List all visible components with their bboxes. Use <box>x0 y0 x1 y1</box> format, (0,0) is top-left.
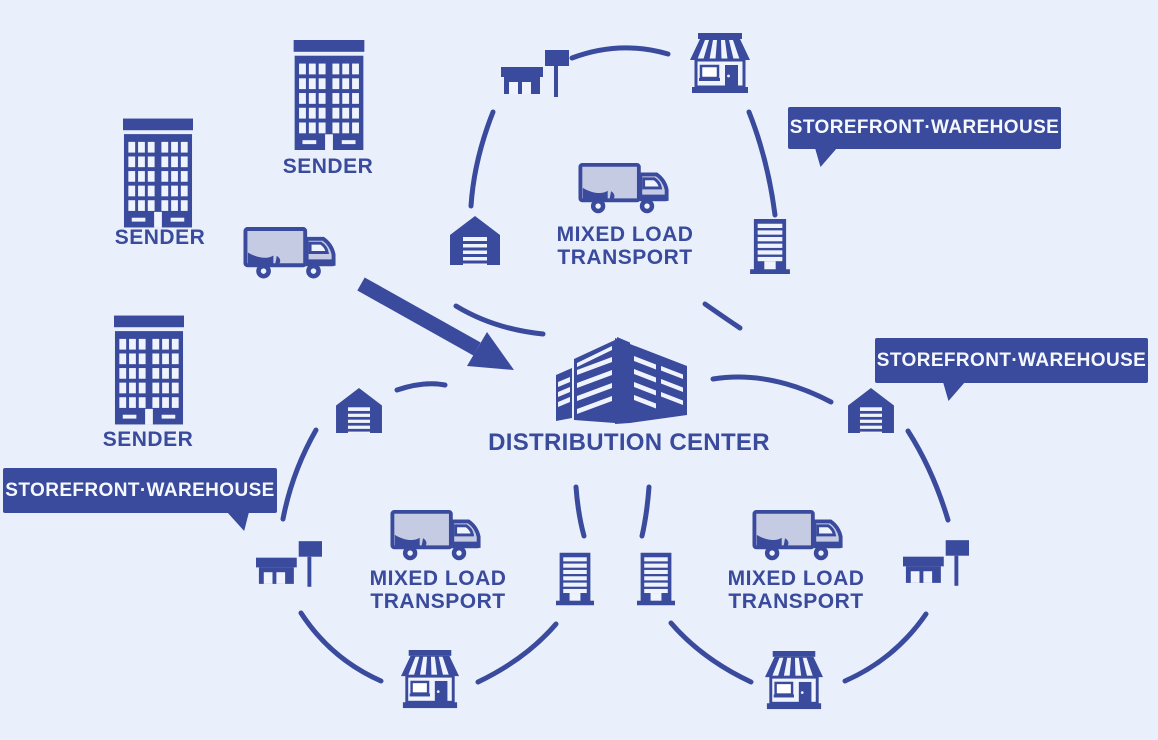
office-tower-icon <box>556 552 594 606</box>
warehouse-icon <box>336 388 382 433</box>
mixed-load-transport-label: MIXED LOAD TRANSPORT <box>540 223 710 269</box>
arc-top-circle-bottom-right <box>702 301 743 331</box>
distribution-center-icon <box>556 337 687 424</box>
arc-br-circle-top-left <box>639 484 652 539</box>
route-label-line2: TRANSPORT <box>370 590 506 613</box>
warehouse-icon <box>450 216 500 265</box>
arc-bl-circle-bottom-right <box>475 621 559 685</box>
arc-br-circle-right <box>905 428 951 523</box>
sender-building-icon <box>114 315 184 425</box>
storefront-warehouse-callout: STOREFRONT·WAREHOUSE <box>3 468 277 531</box>
route-circle-arcs <box>280 45 951 685</box>
shop-signpole-icon <box>903 540 969 586</box>
callout-label: STOREFRONT·WAREHOUSE <box>5 479 275 501</box>
storefront-icon <box>688 33 752 95</box>
arc-bl-circle-top <box>394 381 448 393</box>
mixed-load-transport-label: MIXED LOAD TRANSPORT <box>353 567 523 613</box>
arc-bl-circle-bottom-left <box>298 610 384 684</box>
route-label-line2: TRANSPORT <box>557 246 693 269</box>
office-tower-icon <box>750 219 790 274</box>
flow-arrow-icon <box>357 277 514 370</box>
route-label-line1: MIXED LOAD <box>727 567 865 590</box>
storefront-icon <box>763 651 825 711</box>
sender-label: SENDER <box>114 226 206 249</box>
distribution-center-label: DISTRIBUTION CENTER <box>488 429 770 456</box>
arc-br-circle-top <box>710 374 834 405</box>
arc-top-circle-left <box>468 109 496 209</box>
mixed-load-truck-icon <box>390 509 482 561</box>
mixed-load-transport-label: MIXED LOAD TRANSPORT <box>711 567 881 613</box>
storefront-warehouse-callout: STOREFRONT·WAREHOUSE <box>788 107 1061 167</box>
mixed-load-truck-icon <box>752 509 844 561</box>
route-label-line2: TRANSPORT <box>728 590 864 613</box>
arc-top-circle-top <box>569 45 671 61</box>
shop-signpole-icon <box>501 50 569 97</box>
arc-br-circle-bottom-left <box>668 620 754 685</box>
callout-label: STOREFRONT·WAREHOUSE <box>876 349 1147 371</box>
warehouse-icon <box>848 388 894 433</box>
route-label-line1: MIXED LOAD <box>556 223 694 246</box>
arc-bl-circle-top-right <box>573 484 587 539</box>
arc-br-circle-bottom-right <box>842 611 929 684</box>
sender-label: SENDER <box>282 155 374 178</box>
arc-top-circle-right <box>746 109 778 218</box>
callout-label: STOREFRONT·WAREHOUSE <box>789 117 1060 138</box>
sender-building-icon <box>293 40 365 150</box>
sender-label: SENDER <box>102 428 194 451</box>
storefront-warehouse-callout: STOREFRONT·WAREHOUSE <box>875 338 1148 401</box>
storefront-icon <box>399 650 461 710</box>
office-tower-icon <box>637 552 675 606</box>
shop-signpole-icon <box>256 541 322 587</box>
mixed-load-truck-icon <box>578 162 670 214</box>
arc-top-circle-bottom-left <box>453 303 546 337</box>
route-label-line1: MIXED LOAD <box>369 567 507 590</box>
sender-building-icon <box>123 118 193 228</box>
arc-bl-circle-left <box>280 427 319 522</box>
sender-truck-icon <box>243 227 337 279</box>
